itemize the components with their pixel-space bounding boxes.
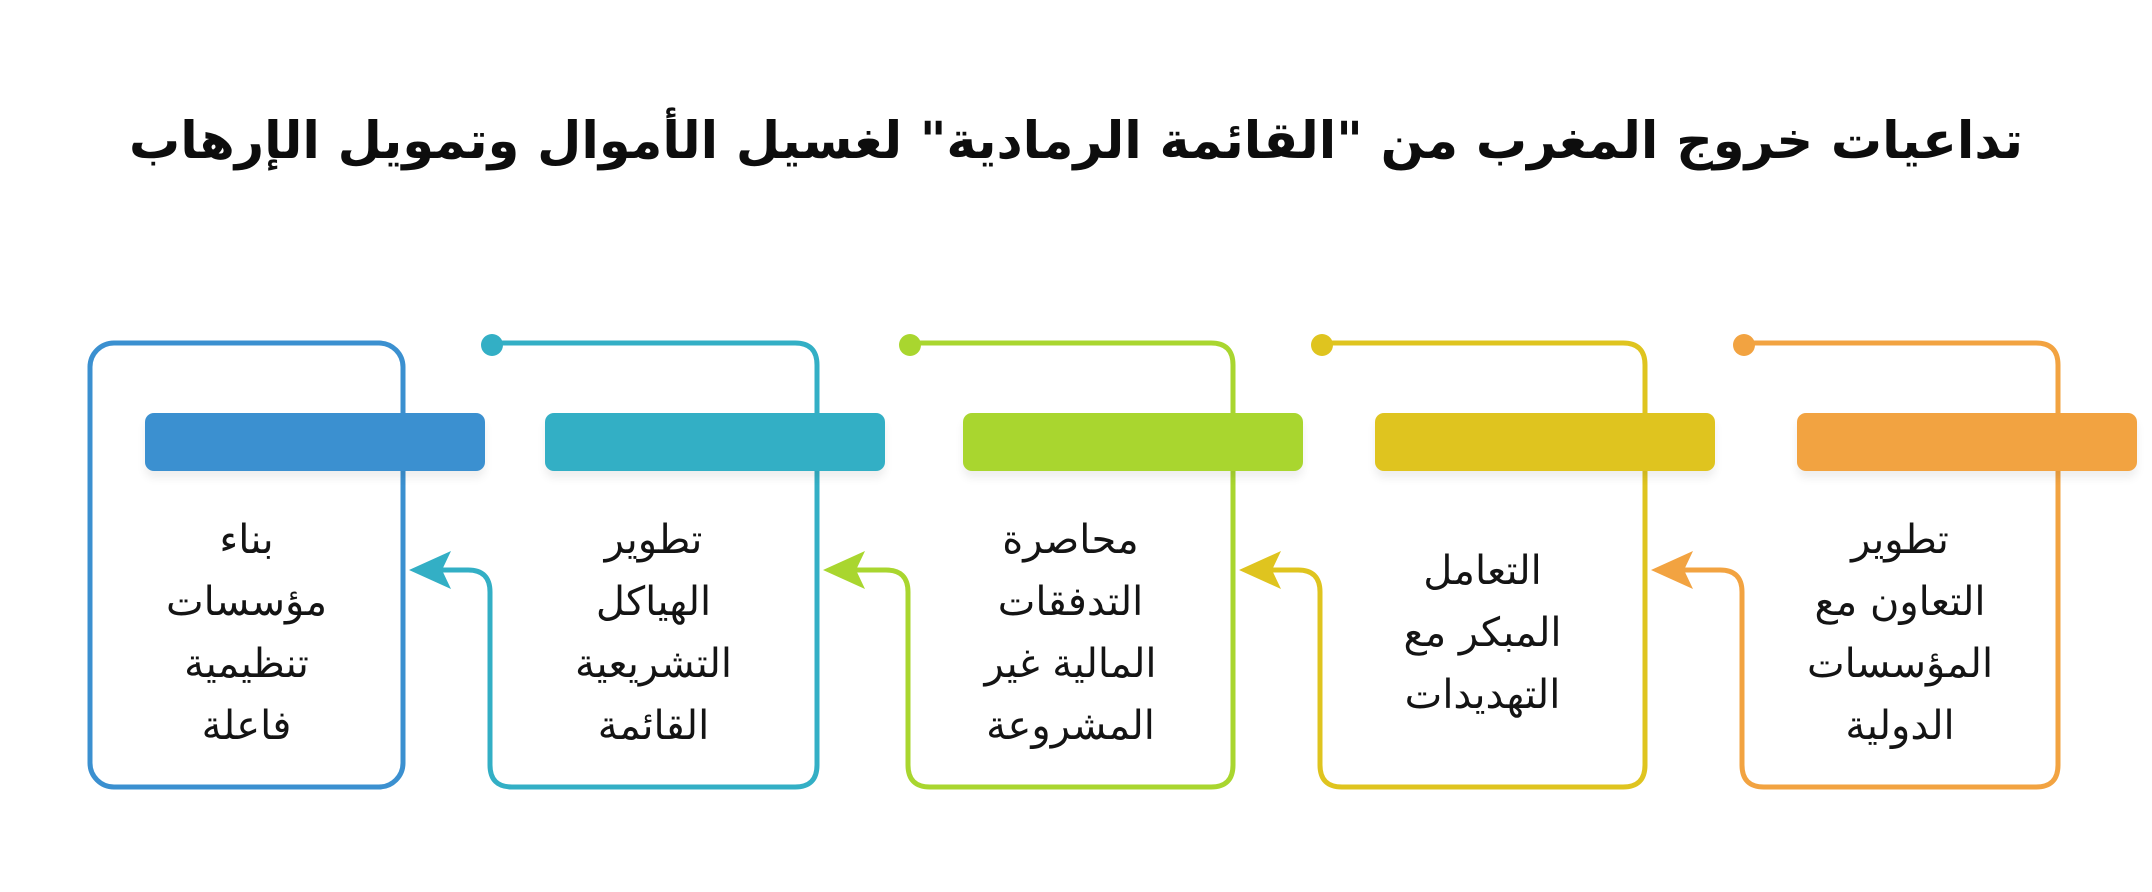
step-label: محاصرة التدفقات المالية غير المشروعة	[908, 478, 1233, 787]
flow-arrow-left-icon	[1651, 551, 1693, 589]
step-label-line: محاصرة	[1002, 516, 1139, 563]
step-label: تطوير التعاون مع المؤسسات الدولية	[1742, 478, 2058, 787]
step-label-line: بناء	[219, 516, 274, 563]
step-header-bar	[145, 413, 485, 471]
step-label-line: المبكر مع	[1403, 609, 1562, 656]
step-outline	[439, 340, 820, 790]
step-header-bar	[963, 413, 1303, 471]
flow-arrow-left-icon	[1239, 551, 1281, 589]
step-label-line: التعامل	[1423, 547, 1542, 594]
step-header-bar	[545, 413, 885, 471]
step-label-line: المؤسسات	[1806, 640, 1994, 687]
step-header-bar	[1375, 413, 1715, 471]
step-label: تطوير الهياكل التشريعية القائمة	[490, 478, 817, 787]
step-label-line: تنظيمية	[184, 640, 309, 687]
step-label-line: الدولية	[1845, 702, 1955, 749]
step-outline	[87, 340, 406, 790]
step-outline	[1269, 340, 1648, 790]
step-label-line: القائمة	[597, 702, 710, 749]
step-outline	[853, 340, 1236, 790]
step-label-line: التعاون مع	[1814, 578, 1986, 625]
flow-arrow-left-icon	[409, 551, 451, 589]
step-label: بناء مؤسسات تنظيمية فاعلة	[90, 478, 403, 787]
connector-dot-icon	[481, 334, 503, 356]
step-label-line: تطوير	[1851, 516, 1949, 563]
step-outline	[1681, 340, 2061, 790]
step-label-line: المشروعة	[986, 702, 1155, 749]
flow-arrow-left-icon	[823, 551, 865, 589]
step-label-line: التدفقات	[997, 578, 1144, 625]
step-label-line: التشريعية	[574, 640, 733, 687]
step-label: التعامل المبكر مع التهديدات	[1320, 478, 1645, 787]
step-header-bar	[1797, 413, 2137, 471]
connector-dot-icon	[899, 334, 921, 356]
step-label-line: التهديدات	[1404, 671, 1561, 718]
step-label-line: فاعلة	[201, 702, 292, 749]
connector-dot-icon	[1733, 334, 1755, 356]
step-label-line: تطوير	[604, 516, 703, 563]
step-label-line: الهياكل	[595, 578, 712, 625]
step-label-line: مؤسسات	[165, 578, 328, 625]
infographic-title: تداعيات خروج المغرب من "القائمة الرمادية…	[129, 112, 2024, 171]
connector-dot-icon	[1311, 334, 1333, 356]
step-label-line: المالية غير	[984, 640, 1157, 687]
